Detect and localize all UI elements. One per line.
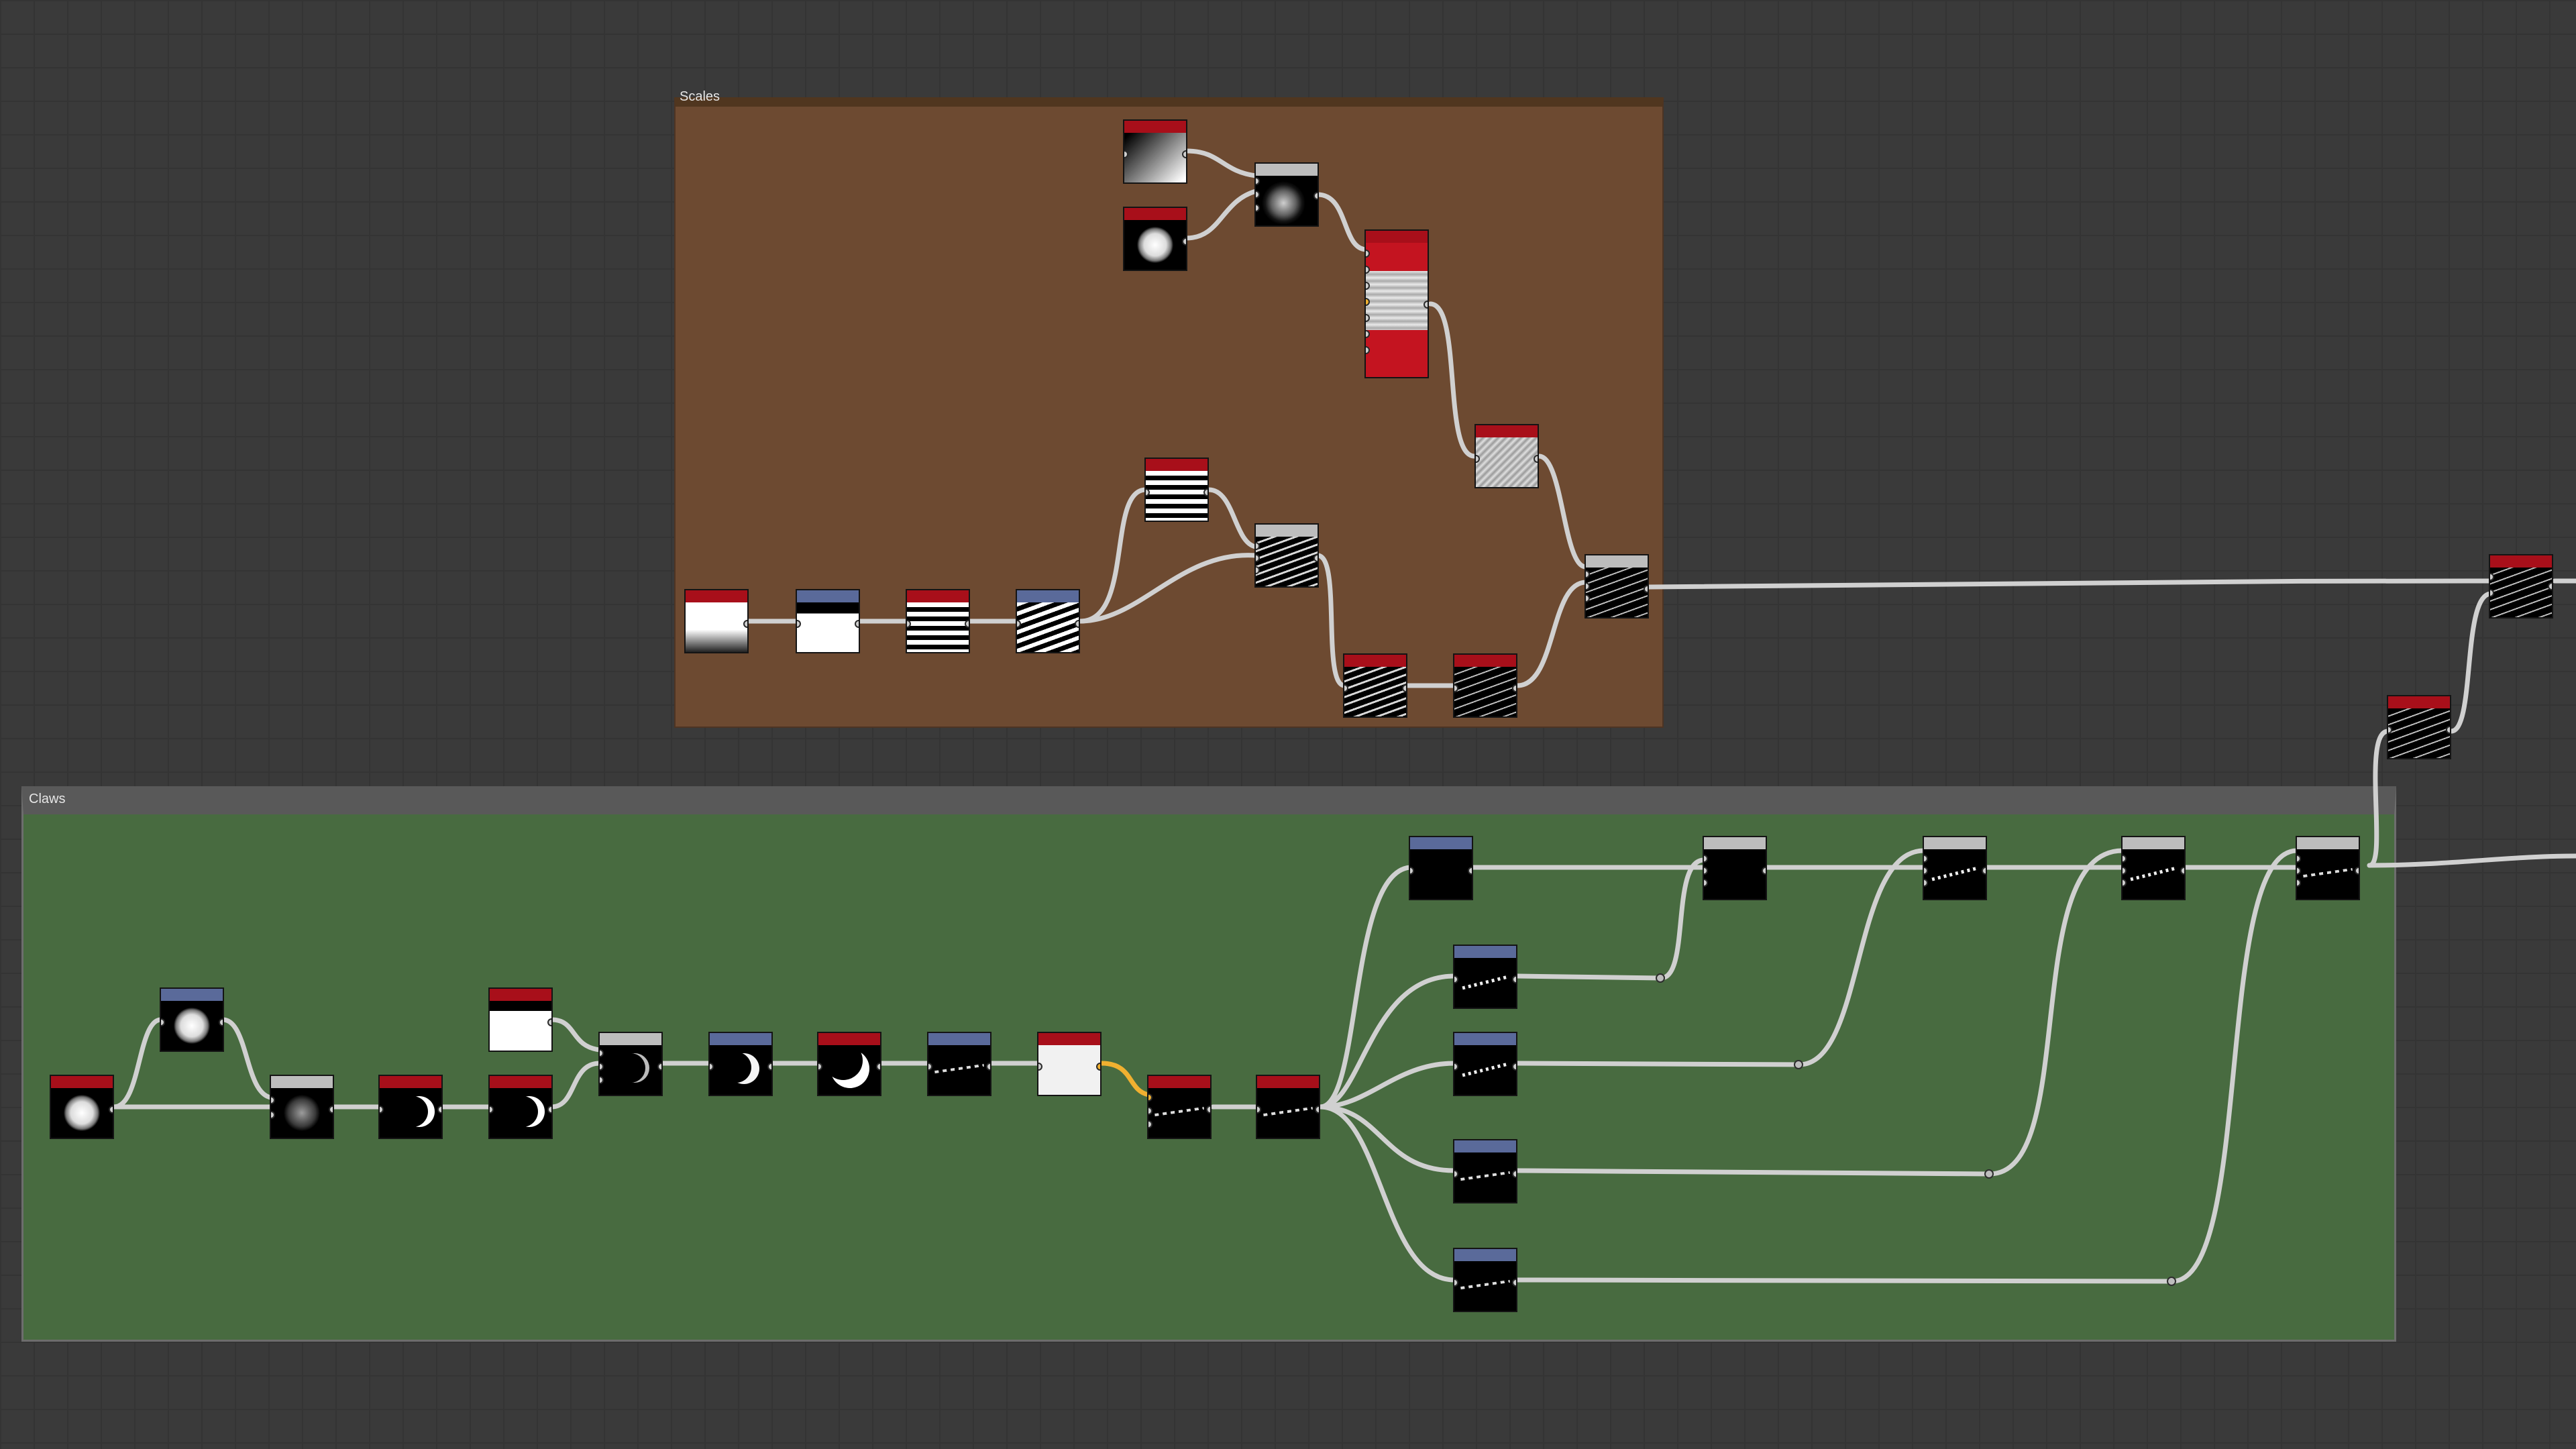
crescent-blend-node[interactable] — [598, 1032, 663, 1096]
levels-node[interactable] — [796, 589, 860, 653]
scales-output-blend-node[interactable] — [1585, 554, 1649, 619]
scales-blend-right-node[interactable] — [2489, 554, 2553, 619]
reroute-dot[interactable] — [2167, 1277, 2176, 1286]
claws-scales-merge-node[interactable] — [2387, 695, 2451, 759]
claw-blend-3-node[interactable] — [2121, 836, 2186, 900]
claw-variant-3-node[interactable] — [1453, 1139, 1517, 1203]
link — [1646, 578, 2493, 590]
reroute-dot[interactable] — [1794, 1060, 1803, 1069]
noise-node[interactable] — [1474, 424, 1539, 488]
frame-title-claws: Claws — [29, 792, 66, 806]
claw-blend-2-node[interactable] — [1923, 836, 1987, 900]
linear-gradient-node[interactable] — [684, 589, 749, 653]
claw-base-node[interactable] — [1409, 836, 1473, 900]
blend-stripes-node[interactable] — [1254, 523, 1319, 588]
blend-sphere-node[interactable] — [1254, 162, 1319, 227]
claw-variant-1-node[interactable] — [1453, 945, 1517, 1009]
claw-variant-2-node[interactable] — [1453, 1032, 1517, 1096]
crescent-curve-node[interactable] — [708, 1032, 773, 1096]
claw-blend-4-node[interactable] — [2296, 836, 2360, 900]
stripes-upper-node[interactable] — [1144, 458, 1209, 522]
frame-claws[interactable]: Claws — [21, 786, 2396, 1342]
claw-splitter-node[interactable] — [1256, 1075, 1320, 1139]
multi-input-node[interactable] — [1364, 229, 1429, 378]
claw-scatter-node[interactable] — [1147, 1075, 1212, 1139]
claw-blend-1-node[interactable] — [1703, 836, 1767, 900]
stripes-warp-node[interactable] — [1343, 653, 1407, 718]
sphere-source-node[interactable] — [50, 1075, 114, 1139]
link — [2367, 853, 2576, 868]
link — [2449, 591, 2493, 734]
transform-stripes-node[interactable] — [1016, 589, 1080, 653]
claw-tile-node[interactable] — [927, 1032, 991, 1096]
frame-title-scales: Scales — [680, 89, 720, 104]
crescent-mirror-node[interactable] — [488, 1075, 553, 1139]
sphere-levels-node[interactable] — [160, 987, 224, 1052]
mask-gradient-node[interactable] — [488, 987, 553, 1052]
stripes-dark-node[interactable] — [1453, 653, 1517, 718]
claw-variant-4-node[interactable] — [1453, 1248, 1517, 1312]
tile-stripes-node[interactable] — [906, 589, 970, 653]
gradient-node[interactable] — [1123, 119, 1187, 184]
crescent-node[interactable] — [378, 1075, 443, 1139]
claw-shape-node[interactable] — [817, 1032, 881, 1096]
sphere-subtract-node[interactable] — [270, 1075, 334, 1139]
reroute-dot[interactable] — [1656, 973, 1665, 983]
reroute-dot[interactable] — [1984, 1169, 1994, 1179]
white-color-node[interactable] — [1037, 1032, 1102, 1096]
sphere-shape-node[interactable] — [1123, 207, 1187, 271]
